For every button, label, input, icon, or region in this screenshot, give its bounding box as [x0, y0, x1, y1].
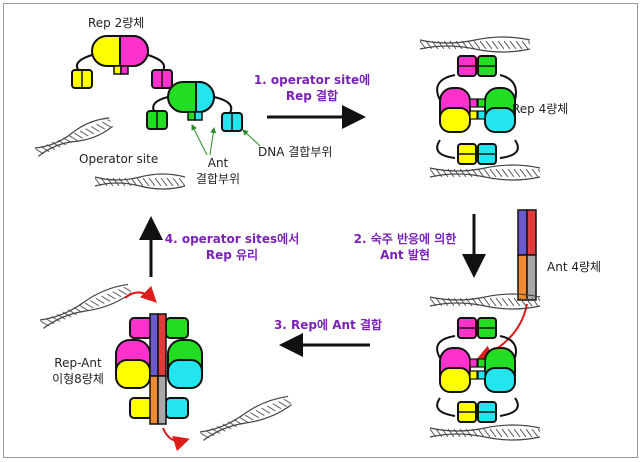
label-rep-ant-line2: 이형8량체 [52, 372, 104, 386]
label-ant-binding: Ant 결합부위 [193, 156, 243, 187]
step2-line2: Ant 발현 [380, 248, 430, 262]
label-rep-ant-line1: Rep-Ant [54, 356, 102, 370]
step1-line2: Rep 결합 [285, 89, 339, 103]
ant-tetramer [517, 209, 537, 301]
label-operator-site: Operator site [79, 152, 159, 166]
label-dna-binding: DNA 결합부위 [258, 145, 333, 159]
step2-line1: 2. 숙주 반응에 의한 [353, 232, 457, 246]
step1-line1: 1. operator site에 [253, 73, 371, 87]
binding-site-pointers [191, 124, 261, 156]
rep-dimer-yellow-magenta [71, 35, 173, 89]
rep-tetramer-bottom [429, 293, 541, 441]
step4-line1: 4. operator sites에서 [164, 232, 300, 246]
rep-dimer-green-cyan [146, 81, 243, 132]
step2-label: 2. 숙주 반응에 의한 Ant 발현 [340, 231, 470, 263]
step4-label: 4. operator sites에서 Rep 유리 [162, 231, 302, 263]
label-rep-ant-octamer: Rep-Ant 이형8량체 [48, 356, 108, 387]
label-rep-dimer: Rep 2량체 [88, 16, 145, 30]
label-ant-binding-line2: 결합부위 [195, 172, 241, 186]
label-rep-tetramer: Rep 4량체 [512, 102, 569, 116]
figure-frame [3, 3, 638, 458]
label-ant-binding-line1: Ant [207, 156, 229, 170]
dna-strand [34, 117, 186, 190]
step3-label: 3. Rep에 Ant 결합 [268, 317, 388, 333]
step3-line1: 3. Rep에 Ant 결합 [273, 318, 383, 332]
rep-tetramer-top [419, 36, 541, 181]
rep-ant-octamer [39, 283, 292, 452]
step1-label: 1. operator site에 Rep 결합 [252, 72, 372, 104]
label-ant-tetramer: Ant 4량체 [547, 260, 602, 274]
step4-line2: Rep 유리 [205, 248, 259, 262]
